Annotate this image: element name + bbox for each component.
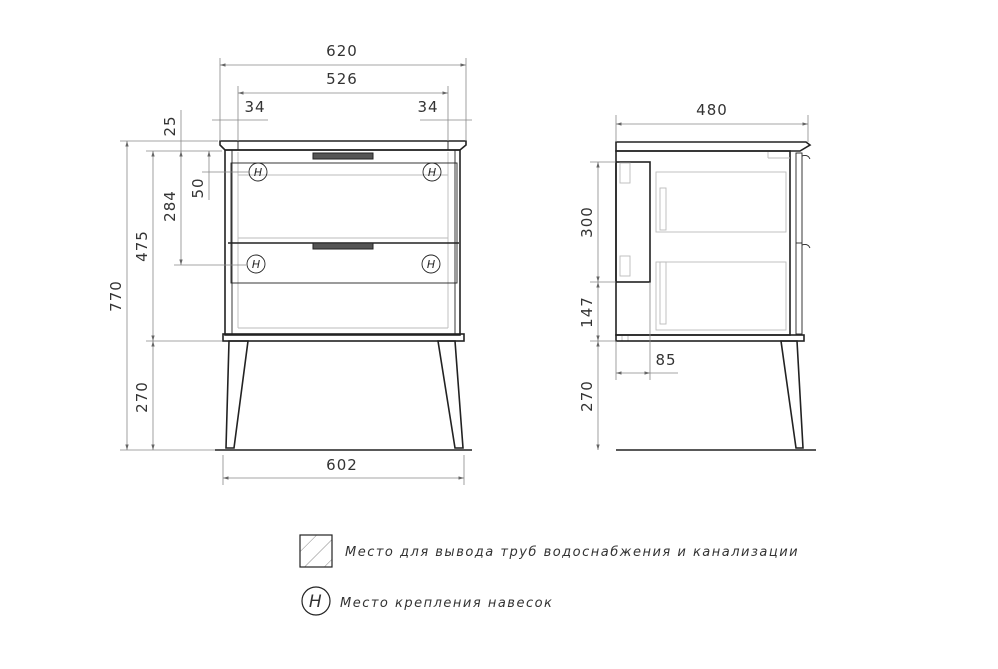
side-pipe-zone (615, 161, 651, 283)
side-door (795, 152, 803, 335)
dim-depth: 480 (696, 101, 728, 119)
side-leg (780, 340, 804, 449)
countertop (219, 140, 467, 151)
hanger-mark: H (246, 254, 266, 274)
bottom-drawer-handle (312, 242, 374, 250)
dim-inner-width: 526 (326, 70, 358, 88)
dim-right-offset: 34 (417, 98, 438, 116)
svg-text:H: H (254, 166, 262, 179)
dim-hook-offset: 50 (189, 177, 207, 198)
dim-pipe-zone-height: 300 (578, 206, 596, 238)
right-leg (437, 340, 464, 449)
dim-total-height: 770 (107, 280, 125, 312)
legend-pipe-zone-label: Место для вывода труб водоснабжения и ка… (345, 545, 799, 560)
svg-text:H: H (252, 258, 260, 271)
dim-side-leg-height: 270 (578, 380, 596, 412)
pipe-zone-hatch (230, 162, 458, 284)
legend: Место для вывода труб водоснабжения и ка… (299, 534, 799, 616)
dim-hook-spacing: 284 (161, 190, 179, 222)
left-leg (225, 340, 249, 449)
plinth (222, 333, 465, 342)
front-view: H H H H 620 526 (107, 42, 472, 485)
svg-text:H: H (427, 258, 435, 271)
legend-hanger-label: Место крепления навесок (340, 596, 553, 611)
dim-top-thickness: 25 (161, 115, 179, 136)
hanger-symbol-icon (301, 586, 331, 616)
hanger-mark: H (248, 162, 268, 182)
dim-overall-width: 620 (326, 42, 358, 60)
dim-pipe-zone-bottom: 147 (578, 296, 596, 328)
legend-hanger-symbol: H (309, 592, 323, 612)
side-countertop (615, 141, 812, 152)
hatch-swatch-icon (299, 534, 333, 568)
svg-text:H: H (428, 166, 436, 179)
cabinet-body (224, 149, 461, 336)
side-body (615, 150, 791, 336)
dim-body-height: 475 (133, 230, 151, 262)
hanger-mark: H (421, 254, 441, 274)
dim-left-offset: 34 (244, 98, 265, 116)
dim-leg-height: 270 (133, 381, 151, 413)
dim-base-width: 602 (326, 456, 358, 474)
side-plinth (615, 334, 805, 342)
side-view: 480 300 147 270 85 (578, 101, 816, 451)
hanger-mark: H (422, 162, 442, 182)
top-drawer-handle (312, 152, 374, 160)
dim-pipe-zone-depth: 85 (655, 351, 676, 369)
